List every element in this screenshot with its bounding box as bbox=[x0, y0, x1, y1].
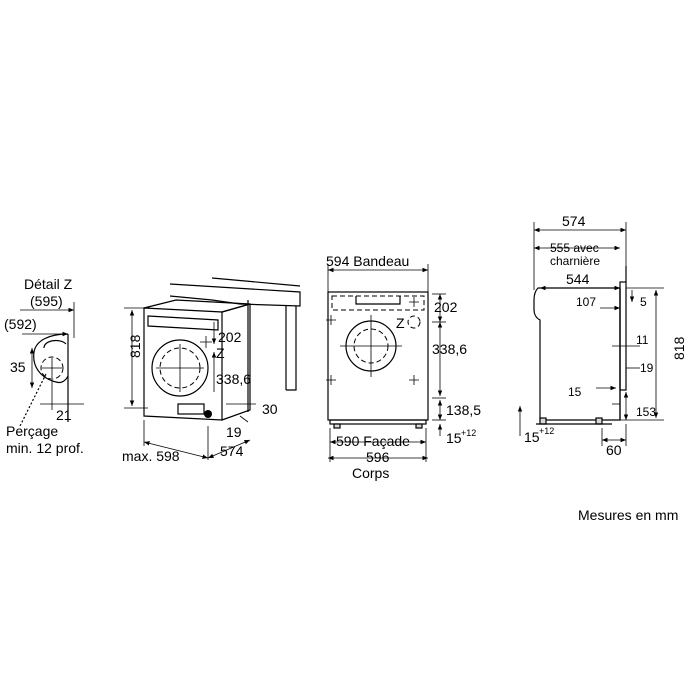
iso-598-label: max. 598 bbox=[122, 448, 180, 464]
detail-21-label: 21 bbox=[56, 407, 72, 423]
detail-recess-inner bbox=[43, 339, 67, 349]
front-top-recess bbox=[355, 296, 401, 305]
front-338-label: 338,6 bbox=[432, 341, 467, 357]
iso-202-label: 202 bbox=[218, 329, 242, 345]
front-foot-right bbox=[415, 423, 423, 429]
front-594-label: 594 Bandeau bbox=[326, 253, 409, 269]
appliance-side bbox=[221, 303, 251, 421]
side-555-label-2: charnière bbox=[550, 254, 600, 268]
drill-label-line2: min. 12 prof. bbox=[6, 440, 84, 456]
iso-door-crosshair bbox=[156, 344, 204, 392]
detail-595-label: (595) bbox=[30, 293, 63, 309]
side-foot-front bbox=[595, 417, 603, 425]
worktop-outline bbox=[169, 283, 301, 307]
front-corps-label: Corps bbox=[352, 465, 389, 481]
front-15-label: 15 bbox=[446, 430, 462, 446]
front-15-sup: +12 bbox=[461, 428, 476, 438]
drill-leader bbox=[19, 373, 47, 427]
iso-z-mark bbox=[200, 336, 212, 348]
drill-crosshair bbox=[42, 358, 62, 378]
side-11-label: 11 bbox=[636, 333, 649, 347]
appliance-front bbox=[143, 307, 223, 421]
side-818-label: 818 bbox=[671, 336, 687, 360]
front-mark-tr bbox=[409, 297, 419, 307]
front-138-label: 138,5 bbox=[446, 402, 481, 418]
iso-door-outer bbox=[151, 339, 209, 397]
drill-label-line1: Perçage bbox=[6, 423, 58, 439]
control-panel-strip bbox=[147, 315, 219, 331]
side-5-label: 5 bbox=[640, 295, 647, 309]
side-foot-back bbox=[539, 417, 547, 425]
front-foot-left bbox=[333, 423, 341, 429]
iso-30-label: 30 bbox=[262, 401, 278, 417]
side-19-label: 19 bbox=[640, 361, 654, 375]
worktop-back-edge bbox=[211, 277, 301, 287]
front-596-label: 596 bbox=[366, 449, 390, 465]
side-544-label: 544 bbox=[566, 271, 590, 287]
iso-display bbox=[177, 403, 205, 415]
front-z-hole bbox=[407, 315, 421, 329]
side-153-label: 153 bbox=[636, 405, 656, 419]
iso-574-label: 574 bbox=[220, 443, 244, 459]
isometric-view: 818 202 Z 338,6 30 19 max. 598 574 bbox=[122, 277, 301, 464]
iso-knob bbox=[204, 410, 212, 418]
drill-hole bbox=[40, 356, 64, 380]
side-view: 574 555 avec charnière 544 5 107 11 19 8… bbox=[517, 213, 687, 458]
side-15b-label: 15 bbox=[524, 429, 540, 445]
side-574-label: 574 bbox=[562, 213, 586, 229]
front-z-label: Z bbox=[396, 315, 405, 331]
detail-title: Détail Z bbox=[24, 276, 73, 292]
side-15b-sup: +12 bbox=[539, 426, 554, 436]
detail-recess-outline bbox=[33, 333, 69, 384]
iso-dim-598 bbox=[143, 441, 209, 459]
side-555-label-1: 555 avec bbox=[550, 241, 599, 255]
front-plinth bbox=[329, 419, 427, 425]
side-60-label: 60 bbox=[606, 442, 622, 458]
detail-592-label: (592) bbox=[4, 316, 37, 332]
cabinet-side-panel bbox=[285, 306, 297, 391]
side-body bbox=[533, 287, 621, 421]
front-control-panel bbox=[331, 295, 425, 311]
iso-dim-574 bbox=[207, 439, 251, 459]
iso-dim-19 bbox=[239, 415, 249, 423]
detail-35-label: 35 bbox=[10, 359, 26, 375]
side-15-label: 15 bbox=[568, 385, 582, 399]
front-590-label: 590 Façade bbox=[336, 433, 410, 449]
front-door-crosshair bbox=[340, 315, 402, 377]
front-202-label: 202 bbox=[434, 299, 458, 315]
front-view: 594 Bandeau 202 Z 338,6 138,5 15 +12 590… bbox=[326, 253, 481, 481]
iso-z-label: Z bbox=[216, 345, 225, 361]
units-note: Mesures en mm bbox=[578, 507, 678, 523]
iso-818-label: 818 bbox=[127, 334, 143, 358]
side-107-label: 107 bbox=[576, 295, 596, 309]
front-hinge-mark-tl bbox=[326, 315, 336, 325]
detail-z-view: Détail Z (595) (592) 35 21 Perçage min. … bbox=[4, 276, 84, 456]
iso-338-label: 338,6 bbox=[216, 371, 251, 387]
front-mark-br bbox=[409, 375, 419, 385]
side-door-panel bbox=[619, 281, 627, 391]
front-body bbox=[327, 291, 429, 421]
front-hinge-mark-bl bbox=[326, 375, 336, 385]
iso-19-label: 19 bbox=[226, 424, 242, 440]
